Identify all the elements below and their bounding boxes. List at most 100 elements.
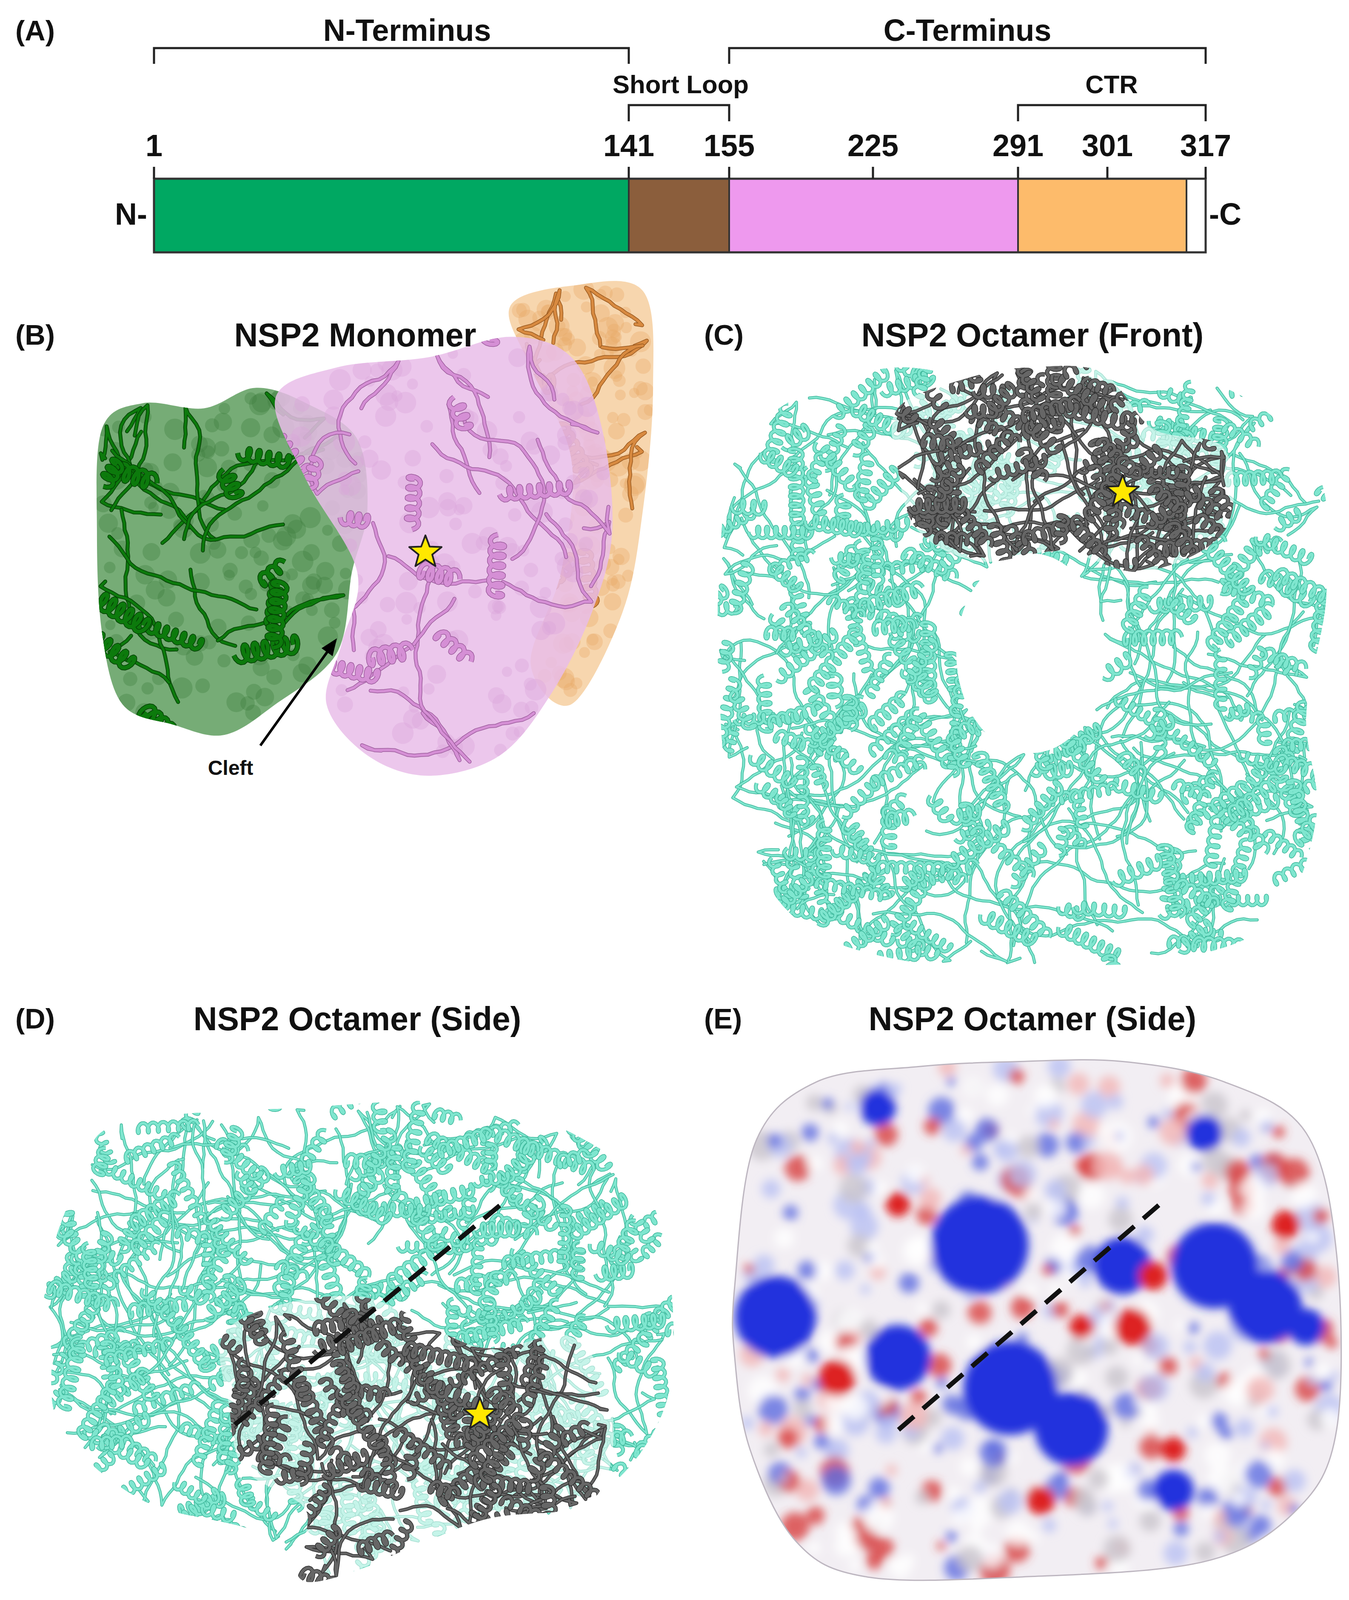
protein-helix [949,805,981,825]
surface-atom [449,517,463,531]
surface-atom [371,460,391,480]
protein-helix [1060,737,1106,783]
surface-atom [168,611,184,628]
surface-atom [218,402,231,415]
protein-loop [1020,918,1193,944]
protein-loop [946,875,1113,931]
protein-helix [1194,514,1230,538]
protein-helix [1209,488,1246,529]
surface-atom [508,348,528,368]
protein-helix [976,431,1013,474]
protein-loop [1181,663,1279,751]
protein-loop [347,598,455,691]
protein-helix [980,912,1037,945]
surface-atom [623,475,645,497]
protein-helix [866,653,892,697]
protein-helix [903,921,952,952]
protein-helix [138,705,182,741]
protein-helix [482,304,499,345]
surface-atom [323,389,344,410]
protein-helix [305,457,322,489]
protein-helix [1250,407,1278,431]
protein-helix [644,1198,685,1228]
protein-helix [1296,758,1349,797]
protein-helix [1215,649,1226,710]
protein-helix [949,805,981,825]
protein-helix [499,481,571,500]
structure-group [687,343,1349,989]
protein-helix [855,453,873,502]
surface-atom [256,499,269,512]
protein-helix [1144,715,1174,739]
protein-helix [900,867,924,891]
protein-loop [585,287,642,347]
surface-atom [245,704,261,721]
protein-loop [415,572,470,762]
protein-loop [415,572,470,762]
surface-atom [439,468,454,484]
protein-helix [1230,375,1292,397]
protein-helix [922,433,954,450]
protein-helix [79,627,135,668]
protein-helix [920,380,947,409]
protein-helix [91,593,150,632]
surface-atom [500,459,513,472]
protein-helix [852,424,875,456]
protein-helix [906,638,937,682]
surface-atom [103,561,116,574]
protein-helix [267,581,288,648]
surface-atom [514,658,529,673]
surface-atom [578,536,594,551]
surface-atom [578,466,590,479]
protein-loop [583,521,610,586]
protein-helix [1164,598,1197,624]
protein-helix [947,733,970,767]
surface-atom [226,692,247,713]
protein-helix [1255,534,1313,565]
protein-helix [1072,902,1126,918]
protein-helix [1249,647,1267,679]
protein-helix [1013,701,1053,770]
protein-helix [449,396,472,429]
protein-helix [1060,737,1106,783]
protein-helix [780,632,822,656]
protein-helix [1064,355,1095,378]
protein-helix [831,846,880,865]
surface-atom [291,426,312,447]
surface-atom [418,496,440,519]
bracket [1018,105,1206,122]
surface-atom [244,392,257,405]
tail-segment [1186,178,1206,253]
protein-helix [951,705,1006,742]
protein-helix [843,695,858,731]
protein-helix [368,642,414,666]
protein-helix [748,526,813,539]
protein-helix [1198,417,1215,450]
surface-atom [122,671,138,687]
protein-helix [781,424,809,451]
protein-helix [1055,515,1069,544]
protein-helix [1255,534,1313,565]
protein-helix [233,635,298,663]
surface-atom [379,596,396,613]
protein-helix [1198,417,1215,450]
surface-atom [245,683,262,700]
protein-helix [731,499,766,515]
protein-helix [859,581,924,614]
protein-helix [776,793,796,817]
protein-helix [1055,827,1069,856]
protein-helix [1023,516,1083,545]
protein-helix [1274,845,1337,885]
surface-atom [507,507,522,522]
protein-helix [797,756,809,827]
protein-helix [1112,854,1162,886]
protein-helix [764,403,791,463]
protein-helix [237,448,291,468]
protein-helix [817,819,831,878]
protein-loop [1083,576,1219,584]
protein-loop [370,690,460,761]
protein-helix [947,733,970,767]
protein-helix [488,534,505,597]
protein-helix [1101,653,1131,681]
protein-helix [138,705,182,741]
